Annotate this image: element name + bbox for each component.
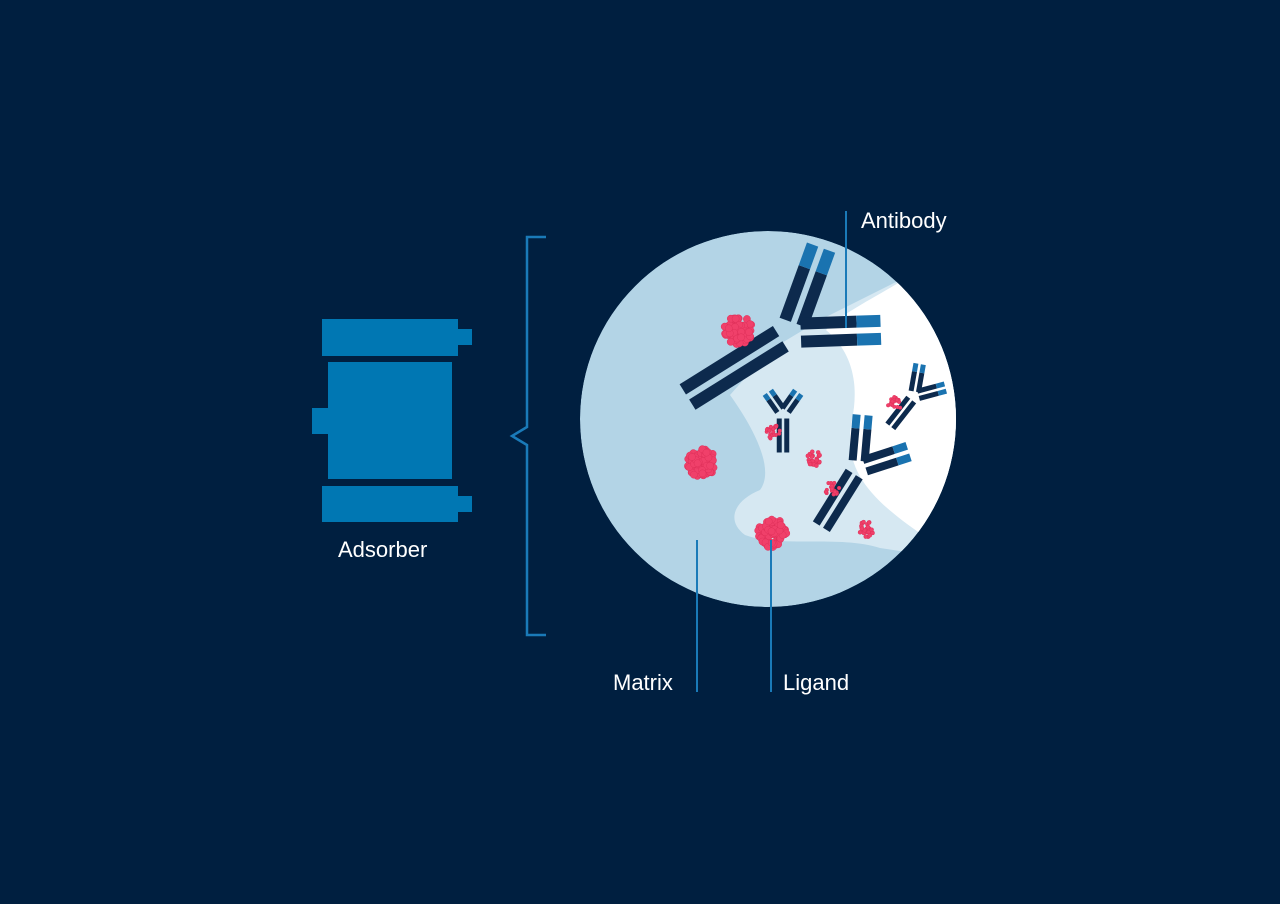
antibody-tip bbox=[762, 393, 771, 402]
antibody-chain bbox=[780, 394, 794, 410]
antibody-tip bbox=[863, 415, 873, 430]
antibody-tip bbox=[912, 362, 919, 373]
antibody-tip bbox=[892, 442, 908, 454]
adsorber-label: Adsorber bbox=[338, 537, 428, 562]
antibodies bbox=[679, 242, 948, 532]
antibody-chain bbox=[679, 326, 780, 395]
ligand-cluster bbox=[805, 449, 822, 468]
ligands bbox=[684, 314, 903, 551]
antibody-tip bbox=[896, 453, 912, 466]
antibody-label: Antibody bbox=[861, 208, 947, 233]
magnified-view bbox=[580, 231, 956, 607]
antibody-tip bbox=[919, 364, 926, 374]
ligand-cluster bbox=[857, 519, 875, 539]
ligand-cluster bbox=[720, 314, 756, 348]
antibody bbox=[885, 362, 948, 431]
antibody-tip bbox=[789, 388, 798, 397]
antibody bbox=[679, 242, 882, 410]
matrix-label: Matrix bbox=[613, 670, 673, 695]
antibody-chain bbox=[885, 395, 911, 426]
antibody bbox=[762, 388, 804, 453]
antibody-tip bbox=[795, 393, 804, 402]
adsorber-icon bbox=[312, 319, 472, 522]
ligand-cluster bbox=[684, 445, 718, 480]
antibody-tip bbox=[856, 332, 882, 346]
antibody-tip bbox=[935, 381, 946, 389]
ligand-label: Ligand bbox=[783, 670, 850, 695]
antibody-chain bbox=[918, 390, 939, 401]
antibody-chain bbox=[689, 341, 789, 410]
antibody-chain bbox=[823, 475, 863, 532]
antibody-tip bbox=[768, 388, 777, 397]
ligand-cluster bbox=[764, 423, 782, 441]
antibody-chain bbox=[891, 400, 917, 431]
antibody-chain bbox=[796, 271, 827, 328]
ligand-cluster bbox=[823, 480, 842, 497]
antibody-chain bbox=[786, 398, 800, 414]
antibody-chain bbox=[908, 371, 917, 392]
antibody-chain bbox=[766, 398, 780, 414]
antibody-tip bbox=[798, 242, 819, 270]
antibody-chain bbox=[865, 457, 899, 476]
antibody-chain bbox=[779, 265, 811, 322]
antibody-chain bbox=[861, 446, 895, 464]
bracket bbox=[509, 235, 546, 637]
antibody-tip bbox=[937, 388, 948, 396]
ligand-cluster bbox=[886, 395, 903, 410]
antibody-chain bbox=[848, 427, 860, 461]
antibody bbox=[812, 414, 912, 532]
antibody-chain bbox=[800, 333, 858, 348]
antibody-tip bbox=[815, 248, 836, 276]
antibody-chain bbox=[916, 383, 937, 394]
antibody-tip bbox=[856, 314, 881, 328]
antibody-chain bbox=[800, 315, 857, 330]
antibody-chain bbox=[812, 468, 853, 526]
antibody-tip bbox=[851, 414, 861, 429]
